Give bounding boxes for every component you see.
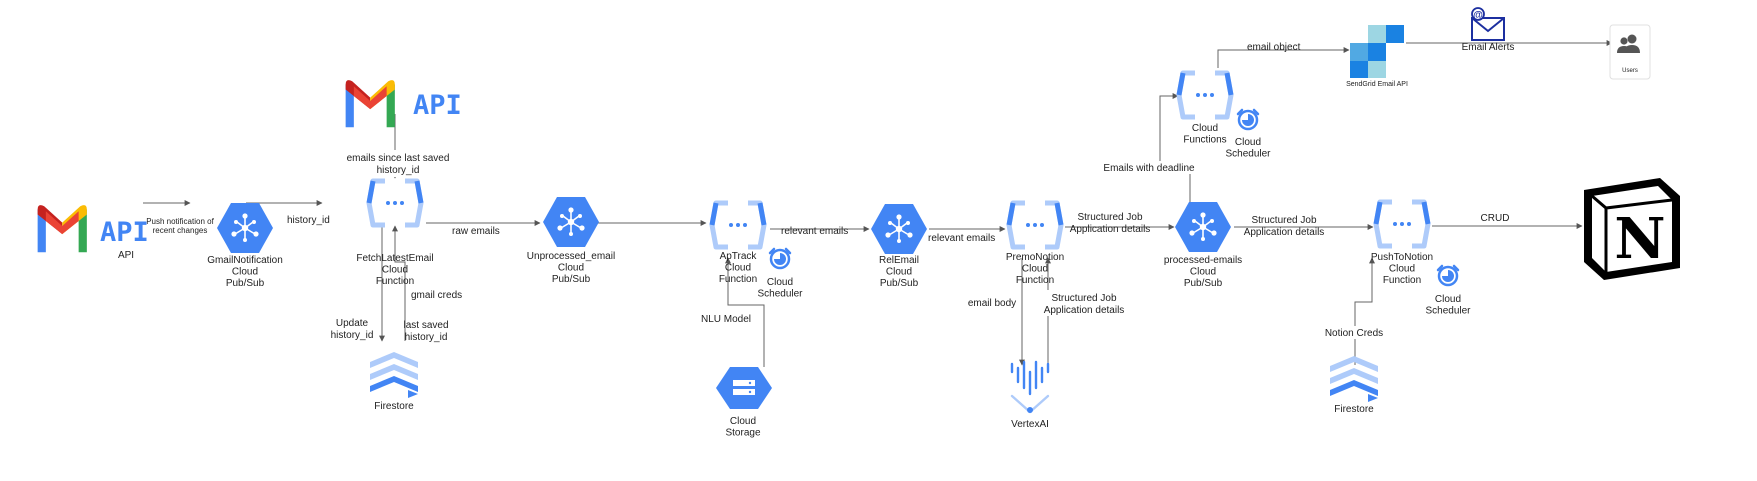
cloud-function-icon [1179, 73, 1231, 117]
cloud-storage-icon [716, 367, 772, 409]
node-label: Users [1622, 68, 1638, 74]
gmail-api-top: API [345, 80, 462, 128]
node-firestore-1: Firestore [370, 352, 418, 412]
api-logo-text: API [413, 90, 462, 121]
edge-label-relevant-emails-2: relevant emails [928, 233, 995, 244]
cloud-scheduler-icon [1436, 264, 1460, 287]
pubsub-icon [1174, 201, 1232, 253]
edge-nlu-model [725, 257, 765, 367]
node-label: Firestore [374, 401, 414, 412]
node-email-alerts: @ Email Alerts [1462, 7, 1515, 53]
vertexai-icon [1010, 360, 1050, 414]
node-label: VertexAI [1011, 419, 1049, 430]
node-label: SendGrid Email API [1346, 81, 1408, 88]
pubsub-icon [542, 196, 600, 248]
pubsub-icon [870, 203, 928, 255]
edge-label-email-body: email body [968, 298, 1016, 309]
cloud-function-icon [369, 181, 421, 225]
node-label: Firestore [1334, 404, 1374, 415]
api-logo-text: API [100, 217, 149, 248]
cloud-scheduler-icon [1236, 108, 1260, 131]
node-vertexai: VertexAI [1010, 360, 1050, 430]
edge-label-email-object: email object [1247, 42, 1301, 53]
edge-label-raw-emails: raw emails [452, 226, 500, 237]
edge-notion-creds [1354, 257, 1375, 365]
edge-label-notion-creds: Notion Creds [1325, 328, 1383, 339]
sendgrid-logo-icon [1350, 25, 1404, 78]
edge-label-gmail-creds: gmail creds [411, 290, 462, 301]
firestore-icon [370, 352, 418, 398]
cloud-function-icon [1009, 203, 1061, 247]
edge-email-object [1217, 47, 1350, 68]
edge-label-history-id: history_id [287, 215, 330, 226]
cloud-function-icon [712, 203, 764, 247]
cloud-scheduler-icon [768, 247, 792, 270]
node-firestore-2: Firestore [1330, 356, 1378, 415]
edge-label-relevant-emails-1: relevant emails [781, 226, 848, 237]
notion-logo-icon [1584, 178, 1680, 280]
edge-label-crud: CRUD [1481, 213, 1510, 224]
edge-emails-with-deadline [1159, 93, 1191, 204]
edge-label-emails-with-deadline: Emails with deadline [1103, 163, 1195, 174]
node-label: Email Alerts [1462, 42, 1515, 53]
edges [143, 40, 1613, 367]
node-label-api: API [118, 250, 134, 261]
email-at-icon: @ [1471, 7, 1505, 41]
gmail-logo-icon [345, 80, 395, 128]
firestore-icon [1330, 356, 1378, 402]
edge-label-nlu-model: NLU Model [701, 314, 751, 325]
edge-gmail-creds [392, 225, 406, 341]
notion-logo-text: N [1614, 206, 1665, 272]
cloud-function-icon [1376, 202, 1428, 246]
node-sendgrid: SendGrid Email API [1346, 25, 1408, 88]
node-notion: N [1584, 178, 1680, 280]
users-icon [1617, 34, 1640, 53]
gmail-api-left: API API [37, 205, 149, 261]
gmail-logo-icon [37, 205, 87, 253]
node-users: Users [1609, 24, 1651, 80]
pubsub-icon [216, 202, 274, 254]
svg-text:@: @ [1473, 10, 1483, 21]
